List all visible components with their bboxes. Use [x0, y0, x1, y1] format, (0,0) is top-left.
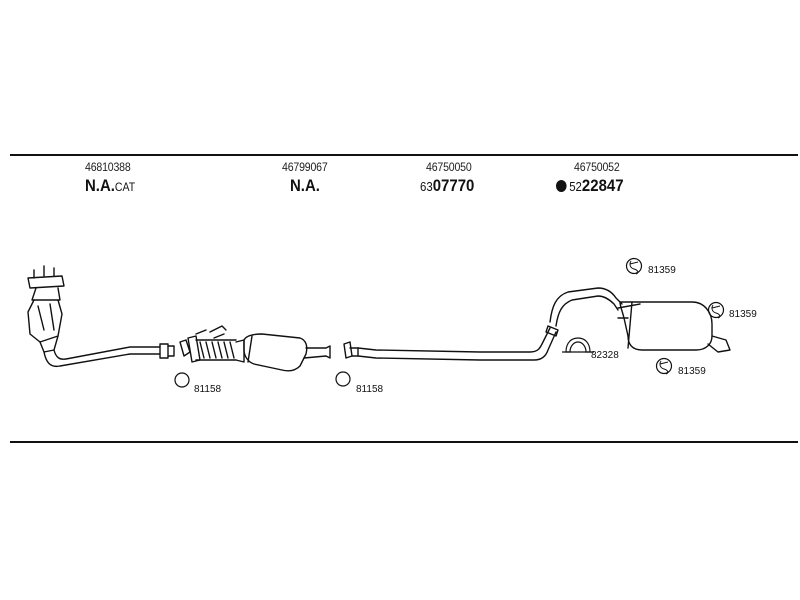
part-number: 46750052	[574, 160, 620, 174]
rubber-hanger-icon	[655, 357, 673, 375]
front-down-pipe	[43, 343, 175, 368]
catalytic-converter-icon	[27, 265, 65, 353]
rear-silencer-icon	[617, 301, 731, 353]
hanger-ref-label: 81359	[729, 309, 757, 320]
part-code: 5222847	[556, 176, 624, 196]
hanger-ref-label: 81359	[678, 366, 706, 377]
front-flex-pipe	[179, 325, 245, 363]
rubber-hanger-icon	[707, 301, 725, 319]
ring-ref-label: 81158	[356, 384, 384, 395]
part-code: N.A.CAT	[85, 176, 136, 195]
part-number: 46799067	[282, 160, 328, 174]
ring-icon	[335, 371, 351, 387]
hanger-ref-label: 81359	[648, 265, 676, 276]
rubber-hanger-icon	[625, 257, 643, 275]
ring-seal-right: 81158	[335, 371, 384, 395]
clamp-icon	[565, 337, 591, 353]
filled-dot-icon	[556, 180, 567, 192]
rubber-hanger-top: 81359	[625, 257, 676, 276]
part-front-catalyst: 46810388 N.A.CAT	[85, 160, 142, 196]
part-number: 46750050	[426, 160, 472, 174]
bottom-divider	[10, 441, 798, 443]
part-front-pipe: 46799067 N.A.	[282, 160, 334, 196]
part-middle-silencer: 46750050 6307770	[420, 160, 482, 196]
ring-ref-label: 81158	[194, 384, 222, 395]
rubber-hanger-right: 81359	[707, 301, 757, 320]
top-divider	[10, 154, 798, 156]
rear-inlet-pipe	[549, 287, 623, 327]
center-silencer-icon	[243, 333, 331, 372]
part-rear-silencer: 46750052 5222847	[556, 160, 633, 196]
clamp-ref-label: 82328	[591, 350, 619, 361]
ring-icon	[174, 372, 190, 388]
ring-seal-left: 81158	[174, 372, 222, 395]
part-code: N.A.	[290, 176, 320, 195]
part-code: 6307770	[420, 176, 475, 195]
rubber-hanger-bottom: 81359	[655, 357, 706, 377]
clamp-fitting: 82328	[562, 337, 619, 361]
middle-long-pipe	[357, 325, 559, 361]
middle-pipe-flange	[343, 341, 359, 359]
part-number: 46810388	[85, 160, 131, 174]
